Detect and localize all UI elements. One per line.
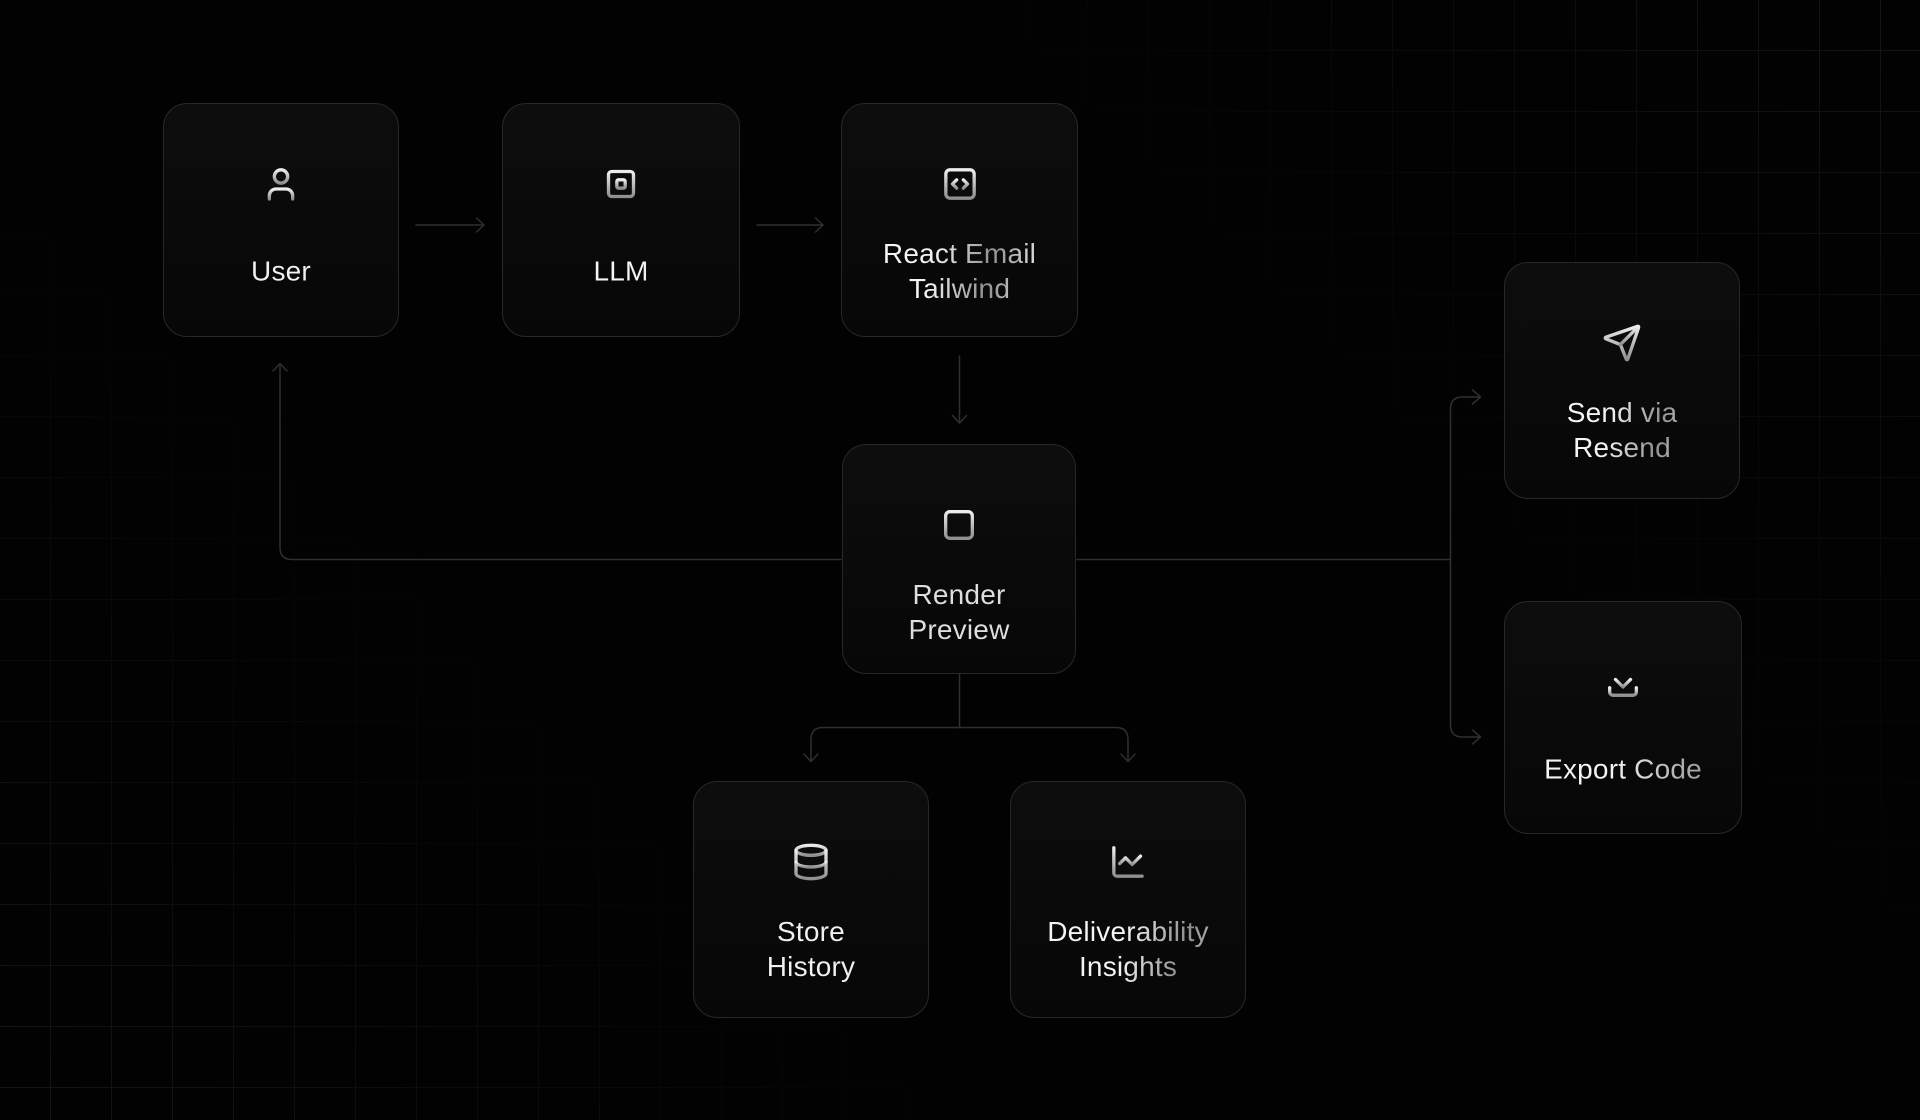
node-render-preview-label: Render Preview xyxy=(843,577,1075,647)
node-react-email-tailwind[interactable]: React Email Tailwind xyxy=(841,103,1078,337)
panel-rows-icon xyxy=(939,505,979,545)
chart-line-icon xyxy=(1108,842,1148,882)
node-export-code[interactable]: Export Code xyxy=(1504,601,1742,834)
send-icon xyxy=(1602,323,1642,363)
edge-trunk-store xyxy=(803,726,961,763)
edge-trunk-send xyxy=(1449,389,1482,561)
node-store-history-label: Store History xyxy=(694,914,928,984)
node-user[interactable]: User xyxy=(163,103,399,337)
edge-render-user xyxy=(272,362,842,561)
edge-react-render xyxy=(951,355,968,424)
database-icon xyxy=(791,842,831,882)
download-icon xyxy=(1603,662,1643,702)
edge-llm-react xyxy=(756,217,824,233)
node-send-via-resend-label: Send via Resend xyxy=(1505,395,1739,465)
node-deliverability-insights-label: Deliverability Insights xyxy=(1011,914,1245,984)
node-llm-label: LLM xyxy=(503,254,739,289)
code-square-icon xyxy=(940,164,980,204)
edge-user-llm xyxy=(415,217,485,233)
edge-trunk-insights xyxy=(958,726,1136,763)
node-user-label: User xyxy=(164,254,398,289)
node-llm[interactable]: LLM xyxy=(502,103,740,337)
node-export-code-label: Export Code xyxy=(1505,752,1741,787)
edge-trunk-export xyxy=(1449,558,1482,745)
node-deliverability-insights[interactable]: Deliverability Insights xyxy=(1010,781,1246,1018)
node-react-email-tailwind-label: React Email Tailwind xyxy=(842,236,1077,306)
user-icon xyxy=(261,164,301,204)
node-store-history[interactable]: Store History xyxy=(693,781,929,1018)
cpu-icon xyxy=(601,164,641,204)
node-render-preview[interactable]: Render Preview xyxy=(842,444,1076,674)
node-send-via-resend[interactable]: Send via Resend xyxy=(1504,262,1740,499)
